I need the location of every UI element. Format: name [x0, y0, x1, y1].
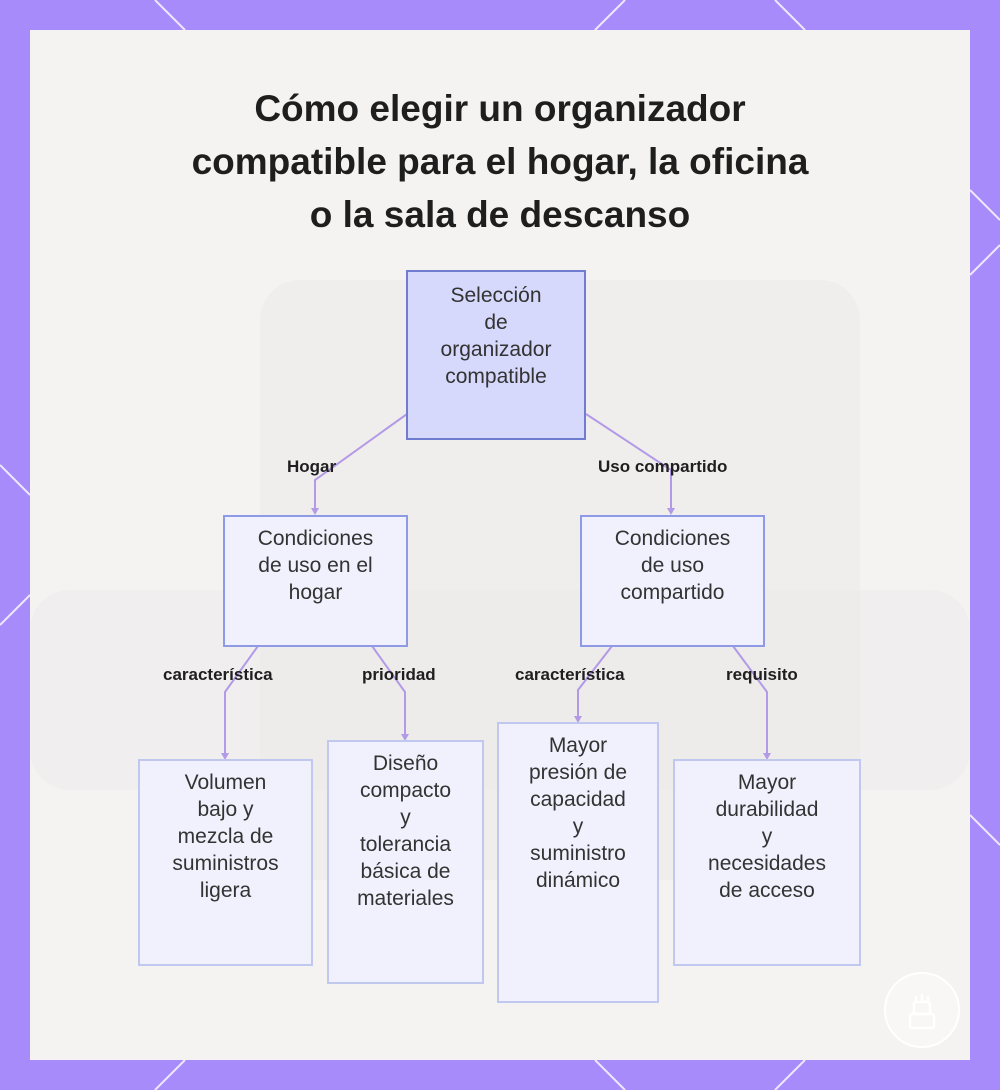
arrowhead [574, 716, 582, 723]
edge-root-shared [585, 413, 672, 512]
edge-label-hogar: Hogar [287, 457, 337, 476]
arrowhead [311, 508, 319, 515]
edge-home-priority [371, 645, 406, 738]
node-home-conditions: Condiciones de uso en el hogar [223, 515, 408, 647]
brand-logo-icon [884, 972, 960, 1048]
edge-label-home-caracteristica: característica [163, 665, 273, 684]
node-root: Selección de organizador compatible [406, 270, 586, 440]
node-home-feature: Volumen bajo y mezcla de suministros lig… [138, 759, 313, 966]
arrowhead [763, 753, 771, 760]
node-home-priority: Diseño compacto y tolerancia básica de m… [327, 740, 484, 984]
arrowhead [401, 734, 409, 741]
node-shared-conditions: Condiciones de uso compartido [580, 515, 765, 647]
edge-label-shared-caracteristica: característica [515, 665, 625, 684]
arrowhead [667, 508, 675, 515]
node-shared-requirement: Mayor durabilidad y necesidades de acces… [673, 759, 861, 966]
edge-root-home [314, 413, 408, 512]
arrowhead [221, 753, 229, 760]
edge-home-feature [224, 645, 259, 757]
edge-shared-requirement [732, 645, 768, 757]
edge-label-uso-compartido: Uso compartido [598, 457, 728, 476]
node-shared-feature: Mayor presión de capacidad y suministro … [497, 722, 659, 1003]
edge-shared-feature [577, 645, 613, 720]
diagram-title: Cómo elegir un organizador compatible pa… [191, 88, 809, 235]
edge-label-shared-requisito: requisito [726, 665, 798, 684]
edge-label-home-prioridad: prioridad [362, 665, 436, 684]
